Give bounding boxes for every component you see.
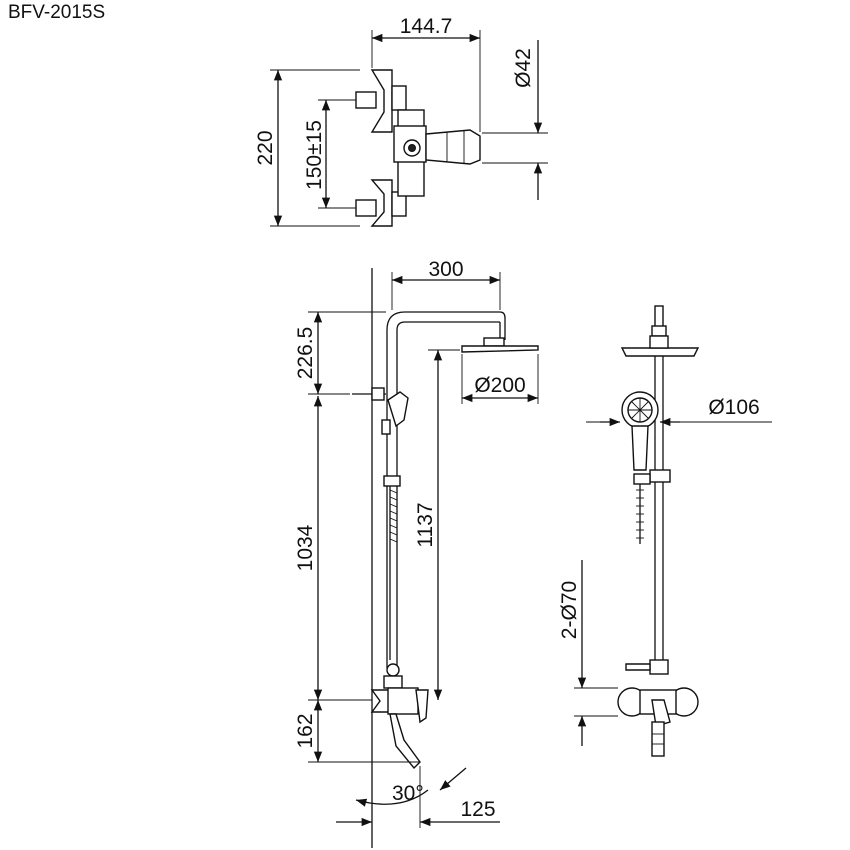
dim-spout-angle: 30°: [355, 767, 467, 807]
dim-spout-reach: 125: [336, 766, 500, 828]
dim-head-offset: 226.5: [294, 311, 386, 395]
mixer-top-view: [355, 69, 481, 227]
dim-label-spout-height: 162: [294, 713, 317, 748]
dim-label-outlet-height: 1137: [414, 502, 437, 547]
dim-label-head-offset: 226.5: [294, 327, 317, 380]
dim-arm-length: 300: [391, 258, 501, 310]
dim-mixer-outlet-dia: Ø42: [482, 40, 548, 200]
dim-label-spout-angle: 30°: [392, 782, 424, 805]
dim-label-head-dia: Ø200: [474, 374, 525, 397]
dim-riser-length: 1034: [294, 396, 372, 701]
dim-label-mixer-outlet-dia: Ø42: [512, 48, 535, 88]
dim-label-arm-length: 300: [428, 258, 463, 281]
model-number: BFV-2015S: [8, 2, 106, 23]
dim-head-dia: Ø200: [461, 354, 539, 404]
dim-outlet-height: 1137: [414, 349, 460, 700]
dim-mixer-height: 220: [254, 69, 360, 227]
dim-label-riser-length: 1034: [294, 524, 317, 571]
shower-front-view: [617, 305, 700, 757]
dim-inlet-spacing: 150±15: [303, 99, 356, 209]
dim-hand-shower-dia: Ø106: [586, 396, 772, 427]
dim-label-flange-dia: 2-Ø70: [558, 581, 581, 639]
dim-spout-height: 162: [294, 700, 420, 763]
dim-label-hand-shower-dia: Ø106: [708, 396, 759, 419]
shower-side-view: [352, 268, 539, 848]
dim-mixer-width: 144.7: [371, 15, 481, 132]
dim-label-mixer-width: 144.7: [400, 15, 453, 38]
dim-label-spout-reach: 125: [460, 798, 495, 821]
dim-label-inlet-spacing: 150±15: [303, 120, 326, 190]
dim-flange-dia: 2-Ø70: [558, 560, 618, 746]
dim-label-mixer-height: 220: [254, 130, 277, 165]
